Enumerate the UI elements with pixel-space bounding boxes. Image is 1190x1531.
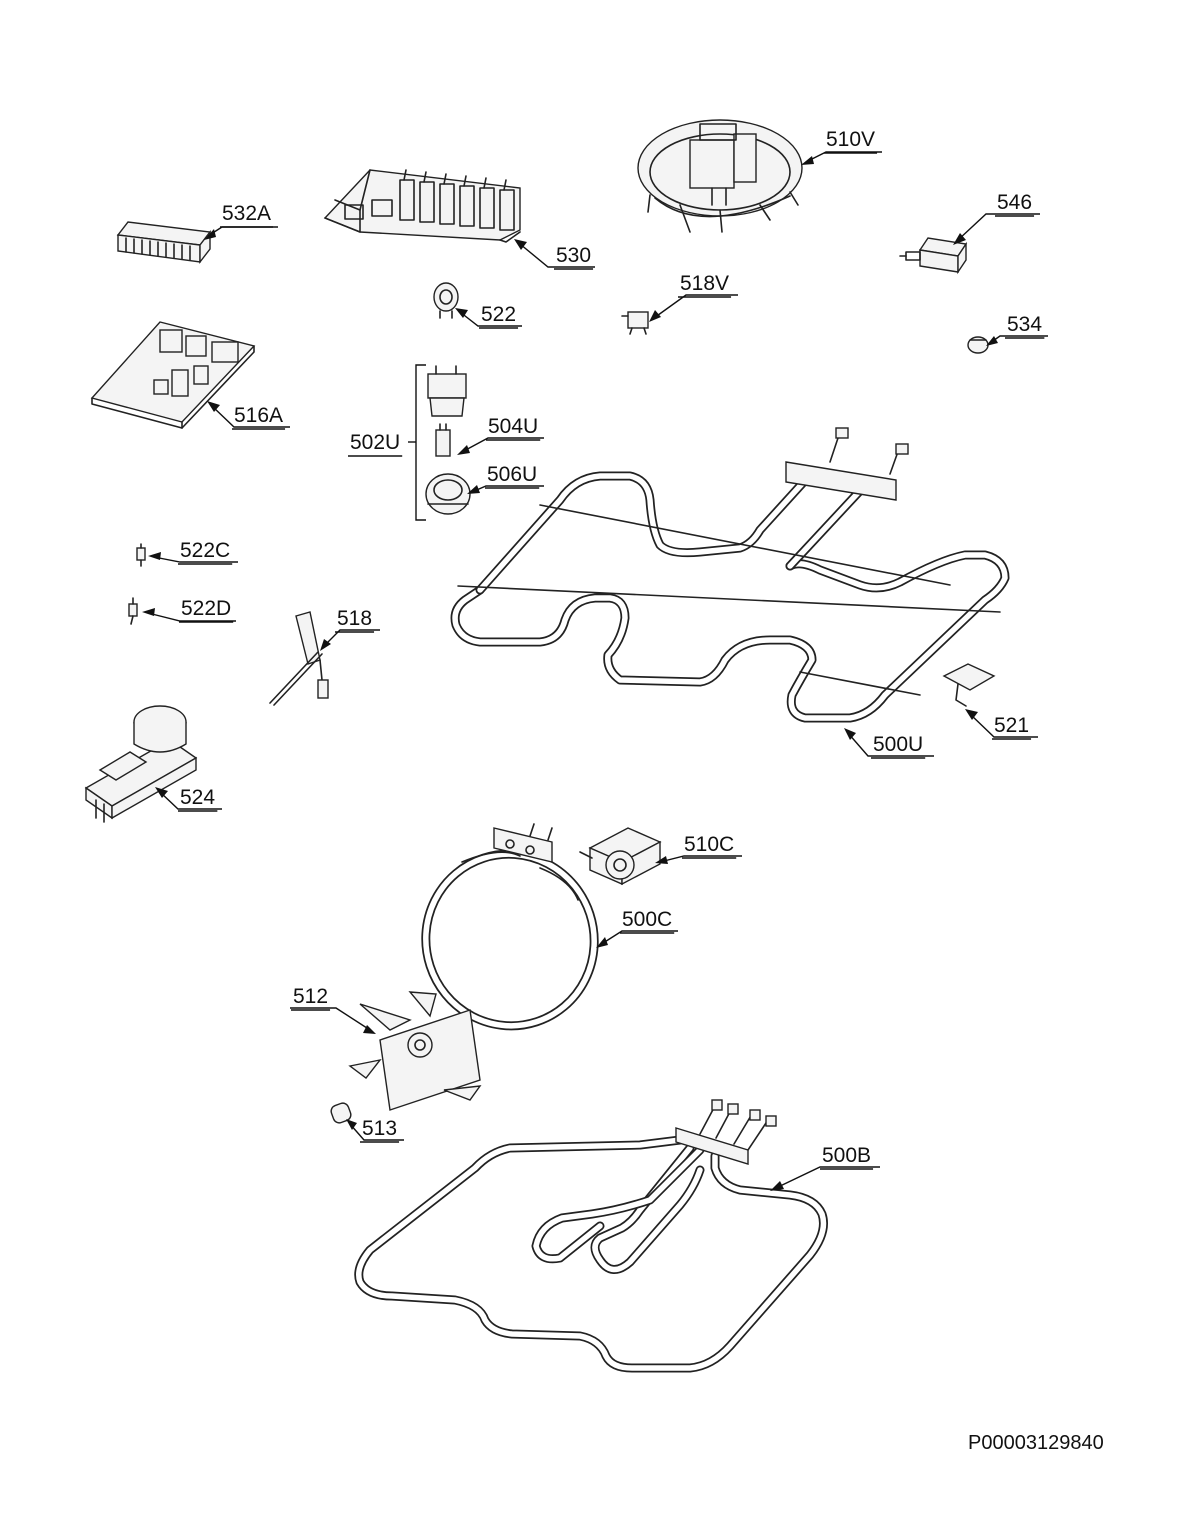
label-518V: 518V (680, 272, 729, 295)
callout-534: 534 (986, 313, 1048, 346)
callout-506U: 506U (467, 463, 544, 494)
label-506U: 506U (487, 463, 537, 486)
label-534: 534 (1007, 313, 1042, 336)
part-522-drawing (433, 282, 459, 319)
part-518V-drawing (621, 311, 649, 335)
callout-510C: 510C (655, 833, 742, 864)
part-521-drawing (942, 663, 996, 707)
callout-522: 522 (455, 303, 522, 329)
part-532A-drawing (116, 221, 212, 265)
part-500U-drawing (450, 427, 1010, 723)
callout-518: 518 (320, 607, 380, 651)
label-510C: 510C (684, 833, 734, 856)
label-546: 546 (997, 191, 1032, 214)
label-532A: 532A (222, 202, 271, 225)
callout-500C: 500C (596, 908, 678, 948)
part-530-drawing (323, 169, 521, 243)
part-522C-drawing (136, 543, 146, 567)
callout-513: 513 (346, 1117, 404, 1143)
part-500B-drawing (354, 1099, 828, 1373)
callout-546: 546 (953, 191, 1040, 245)
callout-512: 512 (290, 985, 376, 1034)
callout-522C: 522C (148, 539, 238, 565)
label-522: 522 (481, 303, 516, 326)
label-522D: 522D (181, 597, 231, 620)
callout-521: 521 (965, 709, 1038, 740)
part-518-drawing (269, 611, 329, 706)
label-500U: 500U (873, 733, 923, 756)
label-524: 524 (180, 786, 215, 809)
label-521: 521 (994, 714, 1029, 737)
callout-532A: 532A (204, 202, 278, 240)
part-512-drawing (348, 991, 482, 1111)
callout-500B: 500B (770, 1144, 880, 1191)
label-510V: 510V (826, 128, 875, 151)
label-504U: 504U (488, 415, 538, 438)
callout-504U: 504U (457, 415, 544, 455)
label-516A: 516A (234, 404, 283, 427)
part-502U-group-drawing (408, 364, 471, 521)
callout-522D: 522D (142, 597, 236, 623)
callout-500U: 500U (844, 728, 934, 759)
part-534-drawing (967, 336, 989, 354)
document-id: P00003129840 (968, 1432, 1104, 1454)
label-500B: 500B (822, 1144, 871, 1167)
callout-502U: 502U (348, 431, 403, 457)
label-530: 530 (556, 244, 591, 267)
callout-518V: 518V (649, 272, 738, 322)
part-500C-drawing (421, 823, 599, 1031)
label-512: 512 (293, 985, 328, 1008)
part-522D-drawing (128, 597, 138, 625)
label-500C: 500C (622, 908, 672, 931)
part-516A-drawing (90, 321, 256, 429)
part-513-drawing (330, 1102, 352, 1124)
callout-516A: 516A (207, 401, 290, 430)
part-510C-drawing (579, 827, 662, 886)
part-524-drawing (84, 705, 198, 823)
callout-530: 530 (514, 239, 595, 270)
part-510V-drawing (637, 119, 803, 233)
callout-510V: 510V (801, 128, 882, 165)
label-502U: 502U (350, 431, 400, 454)
callout-524: 524 (155, 786, 222, 812)
label-522C: 522C (180, 539, 230, 562)
label-513: 513 (362, 1117, 397, 1140)
label-518: 518 (337, 607, 372, 630)
